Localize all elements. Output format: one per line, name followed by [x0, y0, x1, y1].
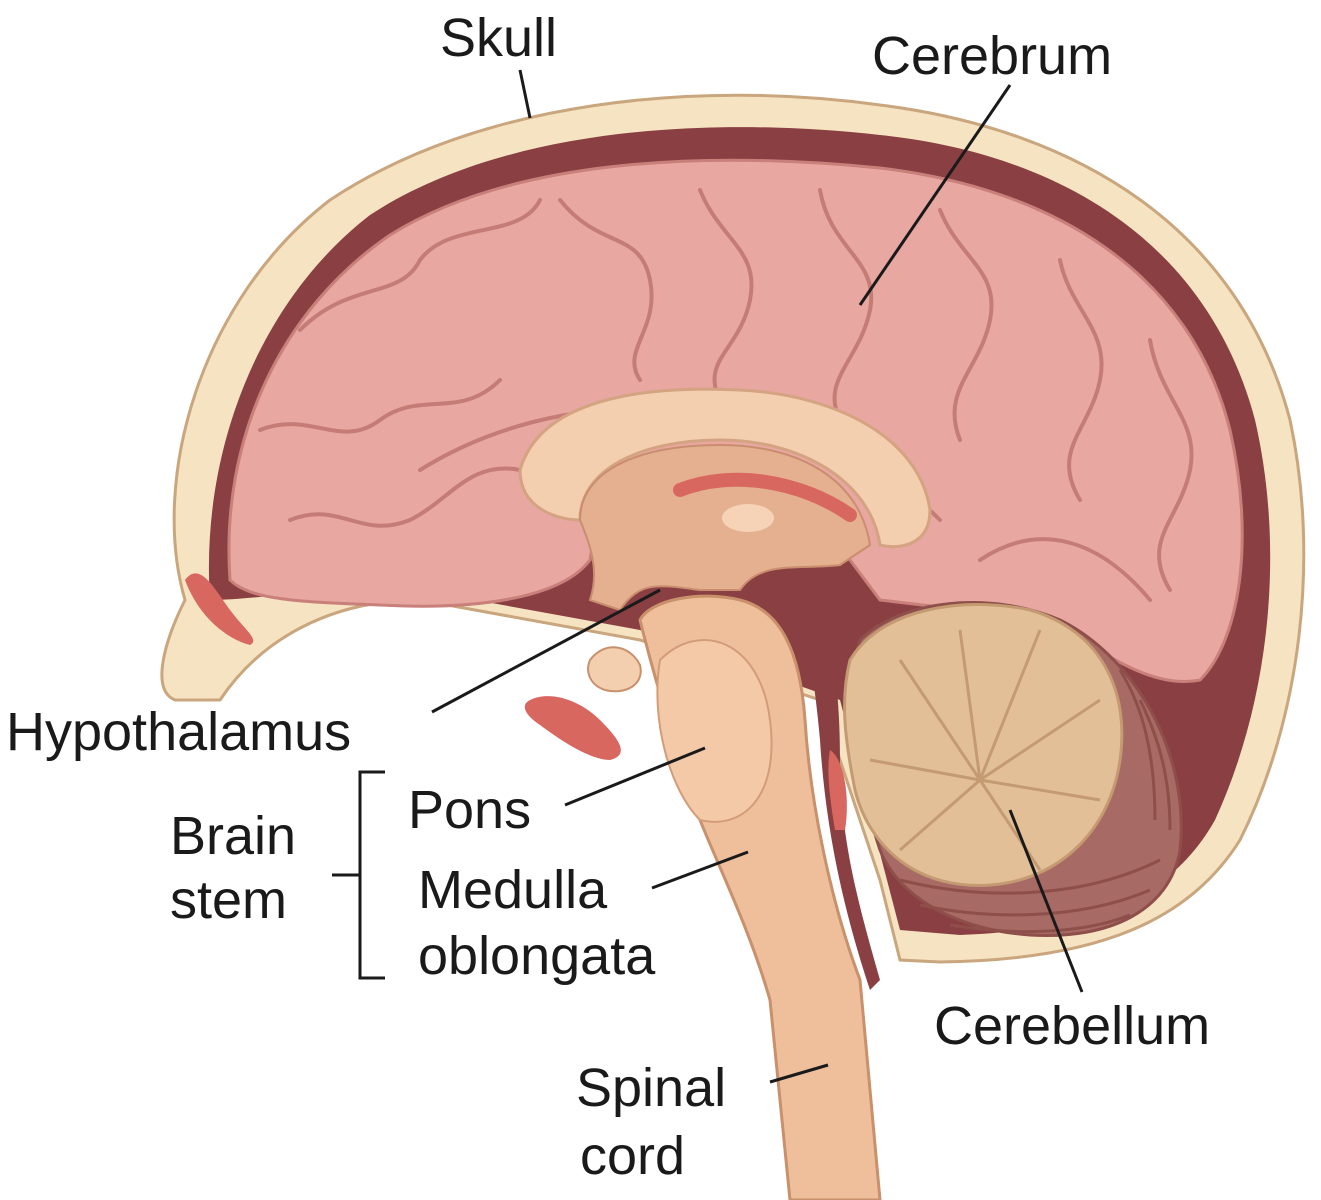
pons-label: Pons	[408, 780, 532, 840]
pituitary-region	[587, 646, 642, 693]
cerebellum-leader	[1008, 809, 1084, 993]
spinal-cord-label-line2: cord	[580, 1126, 686, 1186]
cerebrum-leader	[858, 84, 1012, 306]
thalamus-nucleus	[722, 504, 774, 532]
spinal-cord-leader	[769, 1063, 829, 1084]
sphenoid-sinus	[524, 696, 621, 760]
hypothalamus-label: Hypothalamus	[6, 702, 352, 762]
cerebellum-label: Cerebellum	[934, 996, 1211, 1056]
cerebellum-arbor	[843, 602, 1124, 887]
medulla-leader	[651, 850, 749, 890]
medulla-label-line1: Medulla	[418, 860, 608, 920]
spinal-cord-label-line1: Spinal	[576, 1058, 727, 1118]
hypothalamus-leader	[431, 588, 661, 714]
leader-lines	[332, 69, 1084, 1084]
cerebrum-label: Cerebrum	[872, 26, 1113, 86]
fourth-ventricle	[808, 600, 880, 990]
pons-bulge	[656, 639, 773, 823]
frontal-sinus	[185, 573, 254, 645]
fornix-vessel	[673, 472, 857, 522]
brain-stem-label-line2: stem	[170, 870, 288, 930]
arbor-vitae-lines	[869, 629, 1101, 871]
brain-stem-label-line1: Brain	[170, 806, 297, 866]
skull-leader	[518, 69, 532, 119]
medulla-label-line2: oblongata	[418, 926, 656, 986]
brain-stem-bracket	[332, 770, 385, 980]
basilar-vessel	[828, 750, 847, 830]
cerebellum-folia-lines	[899, 669, 1172, 934]
skull-label: Skull	[440, 8, 558, 68]
pons-leader	[564, 746, 706, 807]
